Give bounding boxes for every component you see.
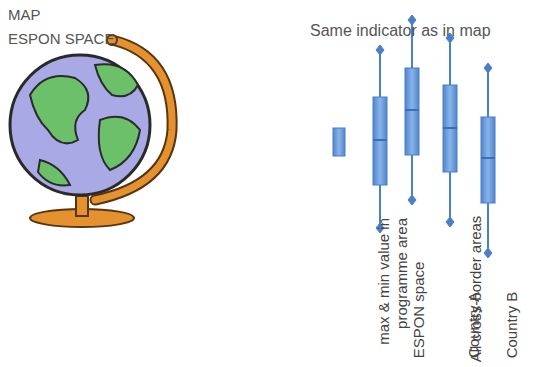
axis-label: Country A [465, 292, 483, 358]
globe-clipart [10, 35, 172, 227]
chart-heading: Same indicator as in map [310, 22, 491, 40]
axis-label: Country B [503, 291, 521, 358]
legend-label: max & min value in programme area [375, 218, 411, 358]
axis-label: ESPON space [410, 261, 428, 358]
map-heading: ESPON SPACE [8, 30, 114, 48]
legend-box [333, 128, 345, 156]
map-heading: MAP [8, 6, 41, 24]
